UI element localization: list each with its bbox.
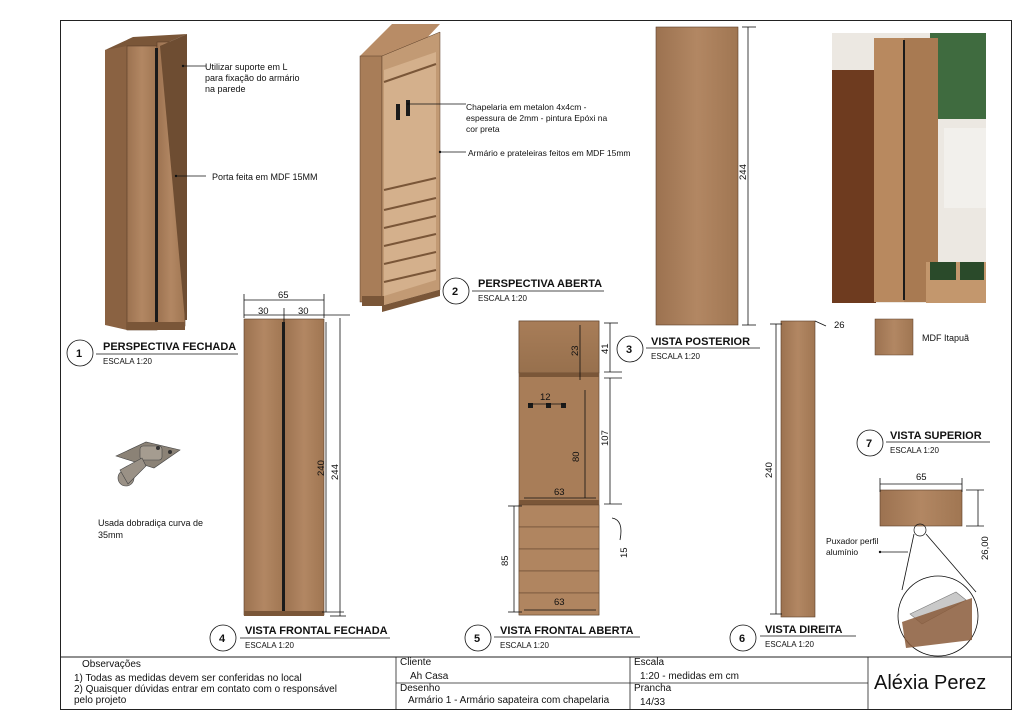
view-title-1: 1 PERSPECTIVA FECHADA ESCALA 1:20 <box>66 339 238 367</box>
svg-text:7: 7 <box>866 438 872 450</box>
dim-front-inner-height: 240 <box>316 460 327 476</box>
dim-hanger-height: 107 <box>600 430 611 446</box>
rear-view-panel <box>655 26 739 326</box>
top-view <box>878 478 984 657</box>
svg-text:ESCALA 1:20: ESCALA 1:20 <box>500 641 549 650</box>
author-name: Aléxia Perez <box>874 672 987 694</box>
material-swatch <box>874 318 914 356</box>
svg-text:ESCALA 1:20: ESCALA 1:20 <box>651 352 700 361</box>
observations-label: Observações <box>82 659 141 670</box>
hanger-hook-icon <box>406 100 410 116</box>
observation-2: 2) Quaisquer dúvidas entrar em contato c… <box>74 684 337 695</box>
dim-hanger-inner: 80 <box>571 451 582 462</box>
door-material-note: Porta feita em MDF 15MM <box>212 172 318 182</box>
material-swatch-label: MDF Itapuã <box>922 333 969 343</box>
handle-note: Puxador perfil alumínio <box>826 536 881 557</box>
scale-value: 1:20 - medidas em cm <box>640 671 739 682</box>
dim-top-width: 65 <box>916 472 927 483</box>
svg-text:VISTA POSTERIOR: VISTA POSTERIOR <box>651 336 750 348</box>
dim-front-left: 30 <box>258 306 269 317</box>
hanger-hook-icon <box>561 403 566 408</box>
dim-side-height: 240 <box>764 462 775 478</box>
observation-1: 1) Todas as medidas devem ser conferidas… <box>74 673 302 684</box>
svg-text:ESCALA 1:20: ESCALA 1:20 <box>890 446 939 455</box>
dim-open-width-upper: 63 <box>554 487 565 498</box>
hanger-hook-icon <box>396 104 400 120</box>
svg-text:PERSPECTIVA FECHADA: PERSPECTIVA FECHADA <box>103 341 236 353</box>
drawing-value: Armário 1 - Armário sapateira com chapel… <box>408 695 610 706</box>
dim-front-width: 65 <box>278 290 289 301</box>
svg-text:ESCALA 1:20: ESCALA 1:20 <box>478 294 527 303</box>
sheet-label: Prancha <box>634 683 672 694</box>
svg-text:244: 244 <box>738 164 749 180</box>
sheet-value: 14/33 <box>640 697 666 708</box>
wall-bracket-note: Utilizar suporte em L para fixação do ar… <box>205 62 302 94</box>
view-title-2: 2 PERSPECTIVA ABERTA ESCALA 1:20 <box>442 277 604 305</box>
view-title-3: 3 VISTA POSTERIOR ESCALA 1:20 <box>616 335 760 363</box>
dim-side-depth: 26 <box>834 320 845 331</box>
svg-text:VISTA FRONTAL ABERTA: VISTA FRONTAL ABERTA <box>500 625 633 637</box>
front-closed-view <box>243 294 350 617</box>
svg-text:3: 3 <box>626 344 632 356</box>
svg-text:ESCALA 1:20: ESCALA 1:20 <box>765 640 814 649</box>
drawing-label: Desenho <box>400 683 441 694</box>
hanger-hook-icon <box>546 403 551 408</box>
svg-text:1: 1 <box>76 348 82 360</box>
svg-text:5: 5 <box>474 633 480 645</box>
render-photo <box>832 33 986 303</box>
view-title-7: 7 VISTA SUPERIOR ESCALA 1:20 <box>856 429 990 457</box>
title-block-frame <box>60 656 1012 710</box>
front-open-view <box>508 320 622 616</box>
svg-text:PERSPECTIVA ABERTA: PERSPECTIVA ABERTA <box>478 278 602 290</box>
svg-text:VISTA SUPERIOR: VISTA SUPERIOR <box>890 430 982 442</box>
right-side-view <box>770 320 827 618</box>
svg-text:VISTA FRONTAL FECHADA: VISTA FRONTAL FECHADA <box>245 625 388 637</box>
hinge-note: Usada dobradiça curva de 35mm <box>98 518 206 540</box>
view-title-4: 4 VISTA FRONTAL FECHADA ESCALA 1:20 <box>209 624 390 652</box>
dim-open-width-lower: 63 <box>554 597 565 608</box>
client-label: Cliente <box>400 657 432 668</box>
observation-2-cont: pelo projeto <box>74 695 127 706</box>
hanger-hook-icon <box>528 403 533 408</box>
svg-text:VISTA DIREITA: VISTA DIREITA <box>765 624 842 636</box>
dim-shelf-gap: 15 <box>619 547 630 558</box>
dim-open-top: 41 <box>600 343 611 354</box>
perspective-open-cabinet <box>359 24 441 312</box>
dim-front-total-height: 244 <box>330 464 341 480</box>
hinge-icon <box>115 441 181 487</box>
rear-view-dimension: 244 <box>738 26 756 326</box>
client-value: Ah Casa <box>410 671 449 682</box>
drawing-sheet-border <box>60 20 1012 710</box>
dim-top-depth: 26,00 <box>980 536 991 560</box>
view-title-6: 6 VISTA DIREITA ESCALA 1:20 <box>729 624 856 652</box>
view-title-5: 5 VISTA FRONTAL ABERTA ESCALA 1:20 <box>464 624 640 652</box>
svg-text:2: 2 <box>452 286 458 298</box>
scale-label: Escala <box>634 657 665 668</box>
svg-text:4: 4 <box>219 633 226 645</box>
svg-text:ESCALA 1:20: ESCALA 1:20 <box>103 357 152 366</box>
dim-front-right: 30 <box>298 306 309 317</box>
svg-text:6: 6 <box>739 633 745 645</box>
dim-open-top-inner: 23 <box>570 345 581 356</box>
dim-hook-spacing: 12 <box>540 392 551 403</box>
perspective-closed-cabinet <box>105 34 187 331</box>
dim-shelves-height: 85 <box>500 555 511 566</box>
cabinet-material-note: Armário e prateleiras feitos em MDF 15mm <box>468 148 631 158</box>
hanger-note: Chapelaria em metalon 4x4cm - espessura … <box>466 102 610 134</box>
svg-text:ESCALA 1:20: ESCALA 1:20 <box>245 641 294 650</box>
